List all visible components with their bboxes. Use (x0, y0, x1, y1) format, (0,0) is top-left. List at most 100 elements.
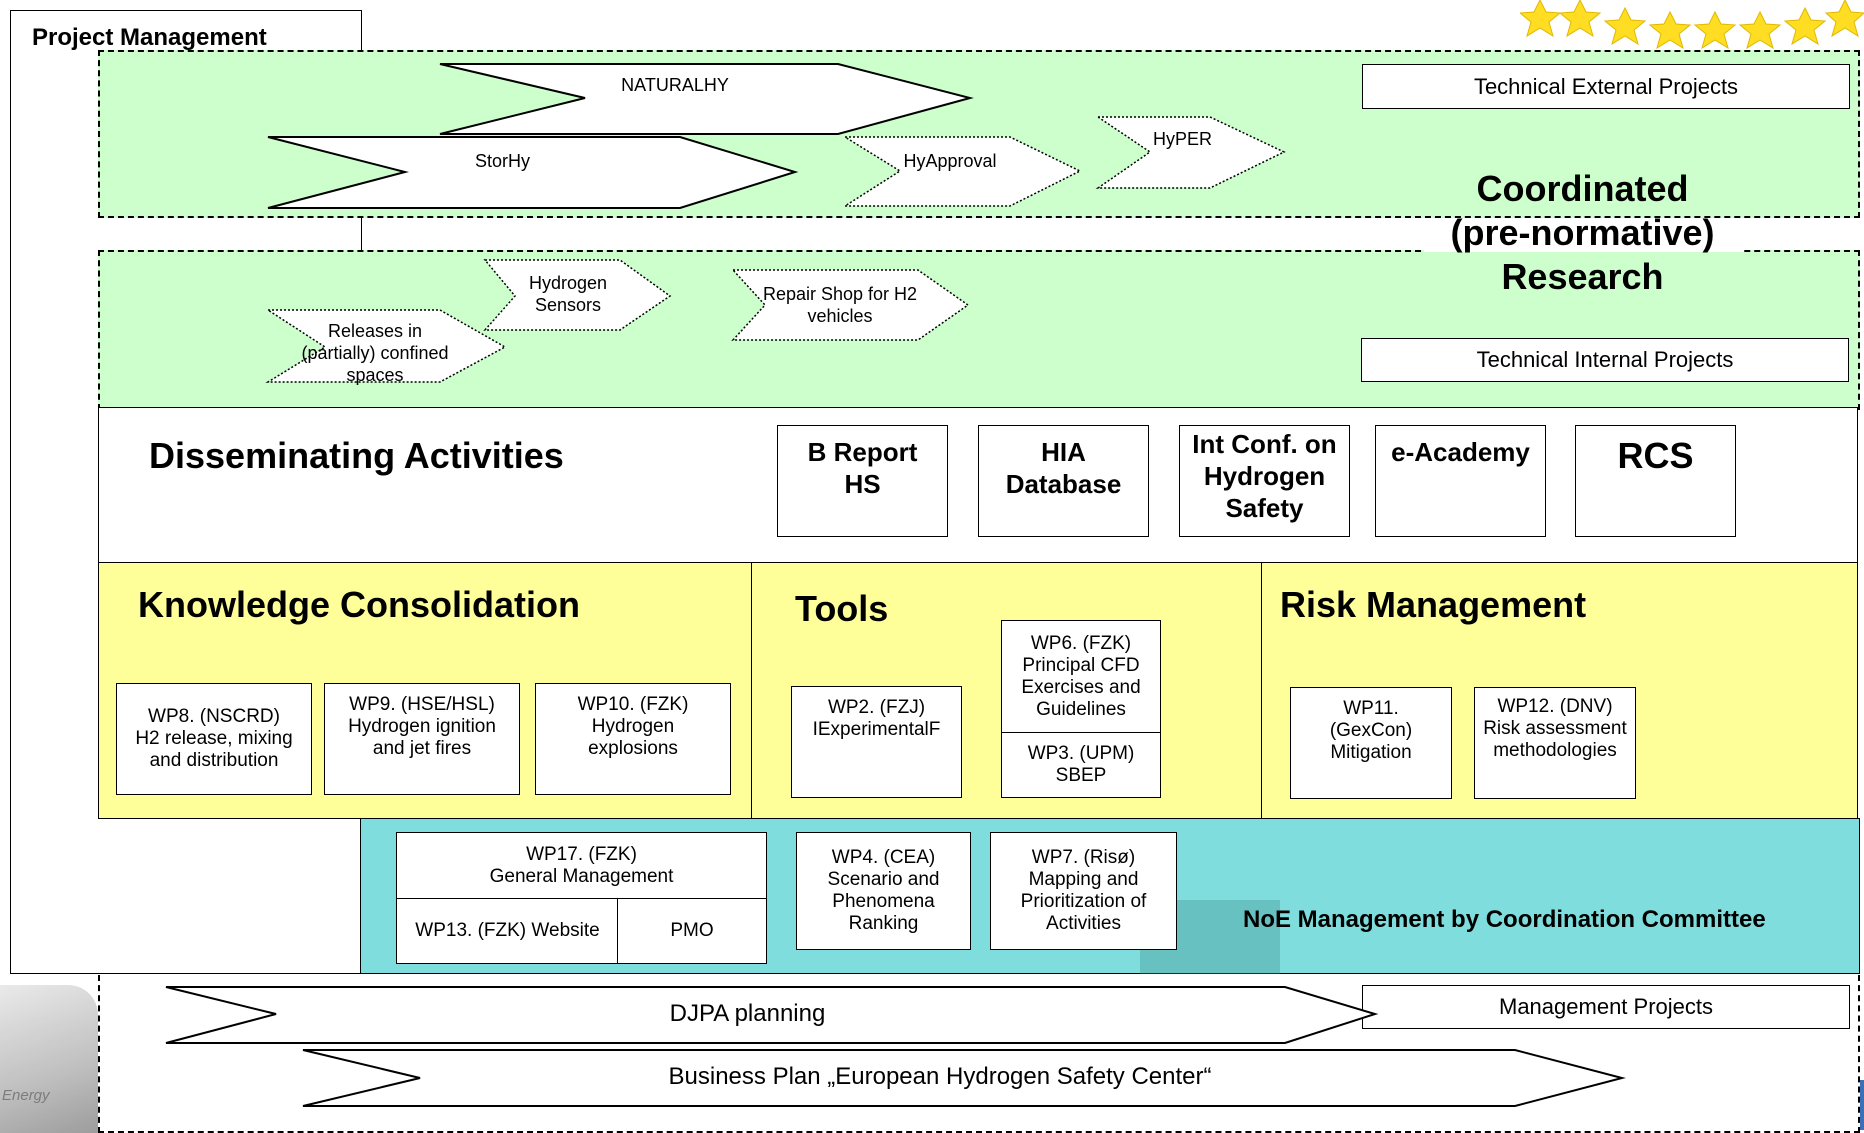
wp3-line-2: SBEP (1055, 765, 1107, 786)
wp8-line-2: H2 release, mixing (135, 728, 293, 749)
wp12-line-3: methodologies (1493, 740, 1617, 761)
wp6-line-4: Guidelines (1036, 699, 1126, 720)
hyper-arrow (1095, 116, 1286, 189)
logo-image: Energy (0, 985, 98, 1133)
hia-line-1: HIA (1041, 437, 1086, 467)
technical-external-projects-box: Technical External Projects (1362, 64, 1850, 109)
releases-line-2: (partially) confined (301, 343, 449, 363)
star-icon (1738, 10, 1782, 50)
wp4-box: WP4. (CEA) Scenario and Phenomena Rankin… (796, 832, 971, 950)
knowledge-title: Knowledge Consolidation (138, 584, 580, 625)
wp3-line-1: WP3. (UPM) (1027, 743, 1135, 764)
int-conf-box: Int Conf. on Hydrogen Safety (1179, 425, 1350, 537)
releases-label: Releases in (partially) confined spaces (290, 320, 460, 386)
wp6-line-3: Exercises and (1021, 677, 1141, 698)
star-icon (1558, 0, 1602, 38)
wp4-line-1: WP4. (CEA) (831, 847, 936, 868)
hyper-label: HyPER (1152, 128, 1212, 149)
wp8-line-1: WP8. (NSCRD) (148, 706, 280, 727)
storhy-arrow (267, 136, 799, 209)
b-report-box: B Report HS (777, 425, 948, 537)
wp17-box: WP17. (FZK) General Management (396, 832, 767, 900)
wp7-line-2: Mapping and (1028, 869, 1139, 890)
naturalhy-arrow (439, 63, 974, 135)
wp6-box: WP6. (FZK) Principal CFD Exercises and G… (1001, 620, 1161, 734)
wp9-line-3: and jet fires (372, 738, 472, 759)
wp9-box: WP9. (HSE/HSL) Hydrogen ignition and jet… (324, 683, 520, 795)
wp7-line-3: Prioritization of (1020, 891, 1147, 912)
wp10-line-3: explosions (588, 738, 678, 759)
releases-arrow (265, 309, 507, 383)
wp12-box: WP12. (DNV) Risk assessment methodologie… (1474, 687, 1636, 799)
wp6-line-1: WP6. (FZK) (1030, 633, 1132, 654)
rcs-line-1: RCS (1617, 435, 1694, 476)
pmo-box: PMO (617, 898, 767, 964)
hyapproval-label: HyApproval (903, 150, 997, 171)
hydrogen-sensors-line-1: Hydrogen (528, 273, 608, 293)
coordinated-line-1: Coordinated (1476, 168, 1689, 209)
wp13-box: WP13. (FZK) Website (396, 898, 619, 964)
storhy-label: StorHy (474, 150, 530, 171)
wp11-line-3: Mitigation (1330, 742, 1412, 763)
wp2-line-2: IExperimentalF (812, 719, 941, 740)
wp2-box: WP2. (FZJ) IExperimentalF (791, 686, 962, 798)
wp17-line-1: WP17. (FZK) (526, 844, 637, 865)
star-icon (1693, 10, 1737, 50)
management-projects-box: Management Projects (1362, 985, 1850, 1029)
wp17-line-2: General Management (489, 866, 674, 887)
star-icon (1824, 0, 1864, 38)
repair-shop-arrow (731, 269, 970, 341)
hydrogen-sensors-label: Hydrogen Sensors (508, 272, 628, 316)
hia-database-box: HIA Database (978, 425, 1149, 537)
coordinated-line-3: Research (1501, 256, 1664, 297)
wp11-line-2: (GexCon) (1329, 720, 1413, 741)
wp12-line-1: WP12. (DNV) (1497, 696, 1613, 717)
coordinated-line-2: (pre-normative) (1450, 212, 1715, 253)
djpa-arrow (165, 986, 1379, 1044)
repair-shop-label: Repair Shop for H2 vehicles (745, 283, 935, 327)
tools-title: Tools (795, 588, 889, 629)
wp4-line-2: Scenario and (827, 869, 940, 890)
noe-management-label: NoE Management by Coordination Committee (1243, 906, 1766, 933)
e-academy-line-1: e-Academy (1391, 437, 1530, 467)
star-icon (1783, 6, 1827, 46)
b-report-line-2: HS (844, 469, 881, 499)
wp10-box: WP10. (FZK) Hydrogen explosions (535, 683, 731, 795)
hia-line-2: Database (1005, 469, 1122, 499)
coordinated-research-cutout (1424, 222, 1744, 252)
releases-line-1: Releases in (327, 321, 423, 341)
business-plan-arrow (302, 1049, 1626, 1107)
hyapproval-arrow (842, 136, 1082, 207)
stars-decoration (1520, 0, 1864, 50)
disseminating-title: Disseminating Activities (149, 435, 564, 476)
wp4-line-3: Phenomena (832, 891, 935, 912)
repair-shop-line-1: Repair Shop for H2 (762, 284, 918, 304)
wp9-line-2: Hydrogen ignition (348, 716, 496, 737)
wp7-line-4: Activities (1046, 913, 1121, 934)
wp7-box: WP7. (Risø) Mapping and Prioritization o… (990, 832, 1177, 950)
b-report-line-1: B Report (807, 437, 918, 467)
risk-title: Risk Management (1280, 584, 1587, 625)
hydrogen-sensors-line-2: Sensors (534, 295, 602, 315)
project-arrows (265, 63, 1286, 383)
star-icon (1520, 0, 1562, 38)
wp7-line-1: WP7. (Risø) (1031, 847, 1136, 868)
logo-text: Energy (2, 1087, 50, 1104)
wp2-line-1: WP2. (FZJ) (827, 697, 926, 718)
star-icon (1603, 6, 1647, 46)
int-conf-line-1: Int Conf. on (1192, 429, 1337, 459)
wp10-line-2: Hydrogen (591, 716, 675, 737)
djpa-label: DJPA planning (669, 1000, 826, 1027)
wp12-line-2: Risk assessment (1483, 718, 1627, 739)
releases-line-3: spaces (346, 365, 404, 385)
coordinated-research-label: Coordinated (pre-normative) Research (1410, 163, 1755, 303)
int-conf-line-3: Safety (1225, 493, 1304, 523)
int-conf-line-2: Hydrogen (1203, 461, 1326, 491)
business-plan-label: Business Plan „European Hydrogen Safety … (668, 1063, 1212, 1090)
wp10-line-1: WP10. (FZK) (577, 694, 689, 715)
technical-internal-projects-box: Technical Internal Projects (1361, 338, 1849, 382)
management-arrows (165, 986, 1626, 1107)
naturalhy-label: NATURALHY (621, 74, 729, 95)
wp6-line-2: Principal CFD (1022, 655, 1140, 676)
wp9-line-1: WP9. (HSE/HSL) (349, 694, 495, 715)
